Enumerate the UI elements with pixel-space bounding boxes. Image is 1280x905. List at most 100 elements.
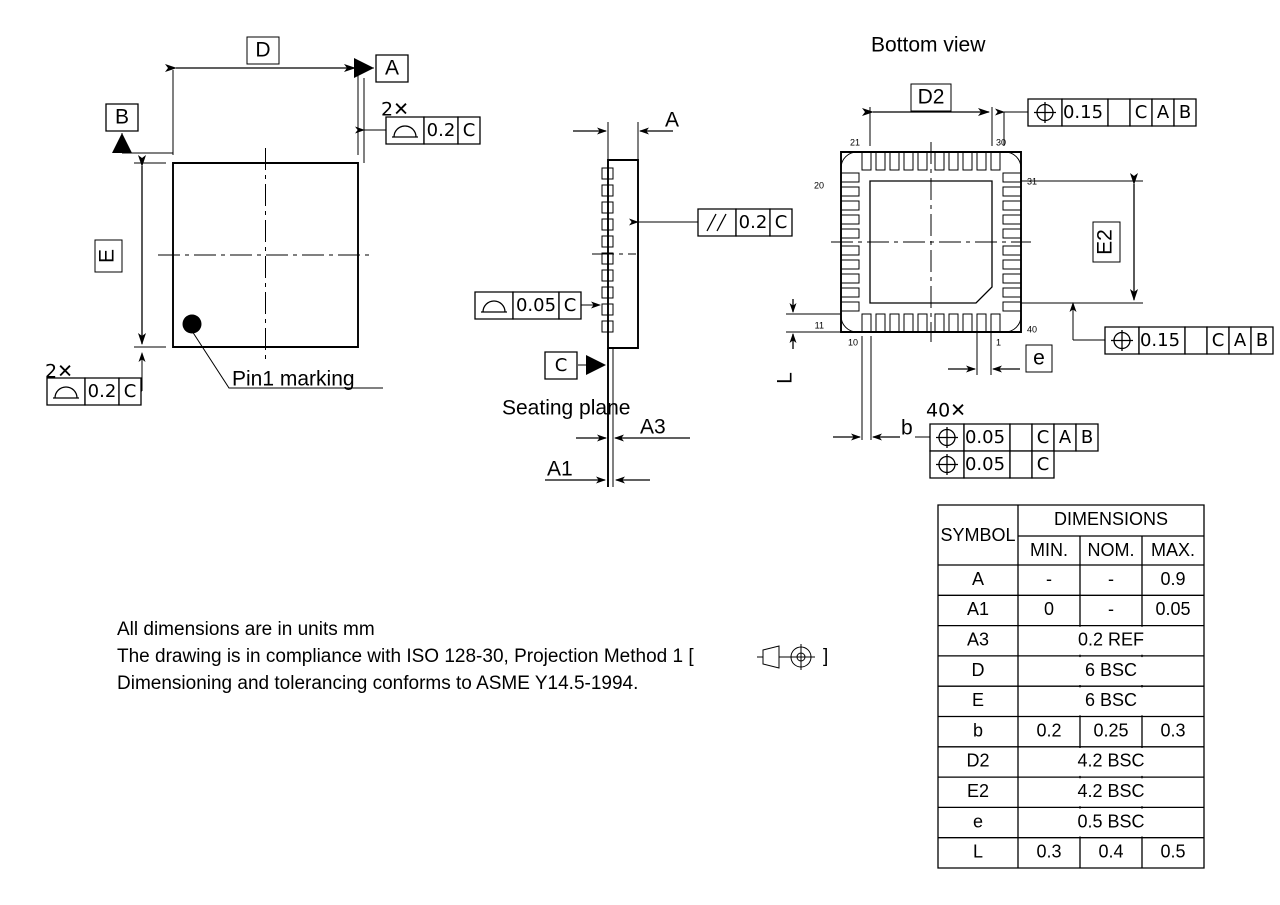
table-span-mask <box>1078 808 1082 837</box>
top-view-multiplier-top: 2✕ <box>381 99 409 121</box>
pads-bottom-row <box>862 314 1000 332</box>
seating-plane-label: Seating plane <box>502 397 630 420</box>
pads-top-row <box>862 152 1000 170</box>
datum-c-triangle <box>586 355 606 375</box>
fcf-d2-datum-c: C <box>1135 102 1148 123</box>
table-span-mask <box>1078 687 1082 716</box>
fcf-parallel-tolerance: 0.2 <box>739 212 768 233</box>
datum-c-label: C <box>555 355 568 376</box>
e-label-box <box>95 240 122 272</box>
datum-b-label: B <box>115 106 129 129</box>
table-cell-value-span: 0.5 BSC <box>1077 811 1144 831</box>
fcf-pad-frame-1: 0.05 M C A B <box>930 424 1098 451</box>
table-span-mask <box>1140 687 1144 716</box>
fcf-d2-datum-b: B <box>1179 102 1191 123</box>
table-cell-max: 0.05 <box>1155 599 1190 619</box>
projection-method-symbol <box>757 644 815 670</box>
pin-number-11: 11 <box>815 320 824 330</box>
corner-arc-br <box>1005 316 1021 332</box>
fcf-profile-tolerance: 0.05 <box>516 295 556 316</box>
l-dimension-label: L <box>774 372 797 384</box>
corner-arc-bl <box>841 316 857 332</box>
top-view-multiplier-bottom: 2✕ <box>45 361 73 383</box>
fcf-pad2-tolerance: 0.05 <box>965 454 1005 475</box>
table-cell-max: 0.9 <box>1160 569 1185 589</box>
pin-number-20: 20 <box>814 180 824 190</box>
fcf-d2-tolerance: 0.15 <box>1063 102 1103 123</box>
fcf-pad1-datum-b: B <box>1081 427 1093 448</box>
table-cell-min: - <box>1046 569 1052 589</box>
fcf-e2-tolerance: 0.15 <box>1140 330 1180 351</box>
table-column-max: MAX. <box>1151 540 1195 560</box>
table-span-mask <box>1140 748 1144 776</box>
a3-dimension-label: A3 <box>640 416 666 439</box>
table-cell-value-span: 4.2 BSC <box>1077 751 1144 771</box>
corner-arc-tl <box>841 152 857 168</box>
e2-label-box <box>1093 222 1120 262</box>
pin-number-30: 30 <box>996 137 1006 147</box>
fcf-bottom-datum: C <box>124 381 137 402</box>
table-cell-max: 0.3 <box>1160 720 1185 740</box>
table-cell-nom: - <box>1108 569 1114 589</box>
notes-group: All dimensions are in units mm The drawi… <box>117 619 828 694</box>
table-header-symbol: SYMBOL <box>940 525 1015 545</box>
pin-number-10: 10 <box>848 337 858 347</box>
fcf-profile-frame: 0.05 C <box>475 292 581 319</box>
table-cell-symbol: D2 <box>966 751 989 771</box>
a-dimension-label: A <box>665 109 679 132</box>
table-row: D2 4.2 BSC <box>938 748 1204 777</box>
table-column-nom: NOM. <box>1088 540 1135 560</box>
fcf-pad1-tolerance: 0.05 <box>965 427 1005 448</box>
fcf-bottom-frame: 0.2 C <box>47 378 141 405</box>
fcf-top-tolerance: 0.2 <box>427 120 456 141</box>
datum-a-box <box>376 55 408 82</box>
corner-arc-tr <box>1005 152 1021 168</box>
pin1-marking-label: Pin1 marking <box>232 368 355 391</box>
table-cell-symbol: D <box>972 660 985 680</box>
fcf-top-datum: C <box>463 120 476 141</box>
table-cell-max: 0.5 <box>1160 842 1185 862</box>
pin1-leader-line <box>192 331 383 388</box>
datum-c-box <box>545 352 577 379</box>
datum-b-box <box>106 104 138 131</box>
fcf-e2-datum-b: B <box>1256 330 1268 351</box>
fcf-pad1-datum-a: A <box>1059 427 1072 448</box>
table-cell-symbol: A <box>972 569 984 589</box>
table-cell-nom: 0.4 <box>1098 842 1123 862</box>
fcf-d2-datum-a: A <box>1157 102 1170 123</box>
note-line-1: All dimensions are in units mm <box>117 619 375 640</box>
table-row: e 0.5 BSC <box>938 808 1204 838</box>
top-view-group: Pin1 marking D A 2✕ 0.2 C B <box>45 37 480 405</box>
table-span-mask <box>1078 626 1082 655</box>
e-pitch-label-box <box>1026 345 1052 372</box>
d2-label-box <box>911 84 951 111</box>
table-cell-nom: - <box>1108 599 1114 619</box>
d2-dimension-label: D2 <box>918 86 945 109</box>
pin-number-40: 40 <box>1027 324 1037 334</box>
fcf-pad1-datum-c: C <box>1037 427 1050 448</box>
bottom-view-body-outline <box>841 152 1021 332</box>
datum-a-label: A <box>385 57 399 80</box>
pin1-marking-dot <box>182 314 202 334</box>
table-cell-symbol: e <box>973 811 983 831</box>
pads-right-column <box>1003 173 1021 311</box>
fcf-pad-frame-2: 0.05 M C <box>930 451 1054 478</box>
table-span-mask <box>1078 748 1082 776</box>
table-column-min: MIN. <box>1030 540 1068 560</box>
note-line-2: The drawing is in compliance with ISO 12… <box>117 646 694 667</box>
d-dimension-label: D <box>255 39 270 62</box>
table-cell-symbol: b <box>973 720 983 740</box>
table-cell-symbol: E2 <box>967 781 989 801</box>
bottom-view-title: Bottom view <box>871 34 986 57</box>
e-dimension-label: E <box>96 249 119 263</box>
table-span-mask <box>1078 778 1082 807</box>
fcf-d2-frame: 0.15 M C A B <box>1028 99 1196 126</box>
pad-multiplier-label: 40✕ <box>926 400 966 422</box>
note-line-2-tail: ] <box>823 646 828 667</box>
